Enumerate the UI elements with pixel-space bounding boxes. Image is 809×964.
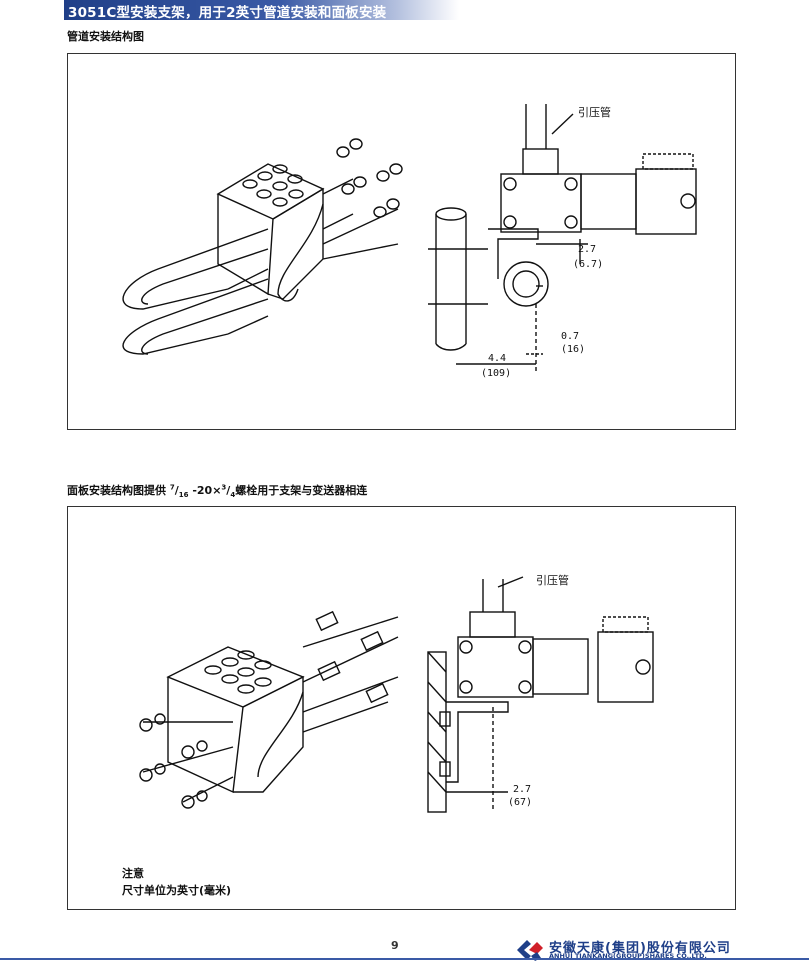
frac1-sep: / [174, 484, 179, 497]
callout-pressure-tube: 引压管 [578, 105, 611, 119]
dim-a: 2.7 [578, 244, 596, 255]
section-title-pipe-mount: 管道安装结构图 [67, 30, 144, 43]
panel-mount-diagram: 引压管 2.7 (67) 注意 尺寸单位为英寸(毫米) [67, 506, 736, 910]
frac1-num: 7 [169, 483, 175, 492]
callout-pressure-tube-2: 引压管 [536, 573, 569, 587]
dim-b: 0.7 [561, 331, 579, 342]
dim-c-mm: (109) [481, 368, 511, 379]
bracket-left-face [217, 194, 274, 296]
dim-a-mm: (6.7) [573, 259, 603, 270]
company-name-en: ANHUI TIANKANG(GROUP)SHARES CO.,LTD. [549, 952, 707, 960]
title-prefix: 面板安装结构图提供 [67, 484, 170, 497]
frac2-num: 3 [221, 483, 227, 492]
panel-mount-drawing: 引压管 2.7 (67) [139, 573, 654, 813]
pipe-mount-drawing: 引压管 2.7 (6.7) 0.7 (16) 4.4 (109) [122, 104, 697, 379]
company-name-cn: 安徽天康(集团)股份有限公司 [549, 941, 731, 956]
note-units: 尺寸单位为英寸(毫米) [122, 884, 232, 897]
section-title-panel-mount: 面板安装结构图提供 7/16 -20×3/4螺栓用于支架与变送器相连 [67, 482, 367, 499]
frac1-den: 16 [178, 491, 189, 500]
dim-c: 4.4 [488, 353, 506, 364]
page-title: 3051C型安装支架，用于2英寸管道安装和面板安装 [68, 5, 387, 21]
pipe-mount-diagram: 引压管 2.7 (6.7) 0.7 (16) 4.4 (109) [67, 53, 736, 430]
dim-panel-a-mm: (67) [508, 797, 532, 808]
u-bolt-lower [122, 278, 269, 355]
frac2-sep: / [226, 484, 231, 497]
dim-panel-a: 2.7 [513, 784, 531, 795]
dim-b-mm: (16) [561, 344, 585, 355]
company-logo: 安徽天康(集团)股份有限公司 ANHUI TIANKANG(GROUP)SHAR… [515, 938, 735, 962]
note-heading: 注意 [122, 867, 144, 880]
title-suffix: 螺栓用于支架与变送器相连 [235, 484, 368, 497]
u-bolt-upper [122, 228, 269, 310]
footer-rule [0, 958, 809, 960]
header-bar [64, 0, 459, 20]
transmitter-flange [500, 173, 582, 233]
title-mid: -20× [188, 484, 222, 497]
pipe [435, 214, 467, 344]
frac2-den: 4 [230, 491, 236, 500]
transmitter-housing [635, 168, 697, 235]
page-number: 9 [391, 939, 399, 952]
